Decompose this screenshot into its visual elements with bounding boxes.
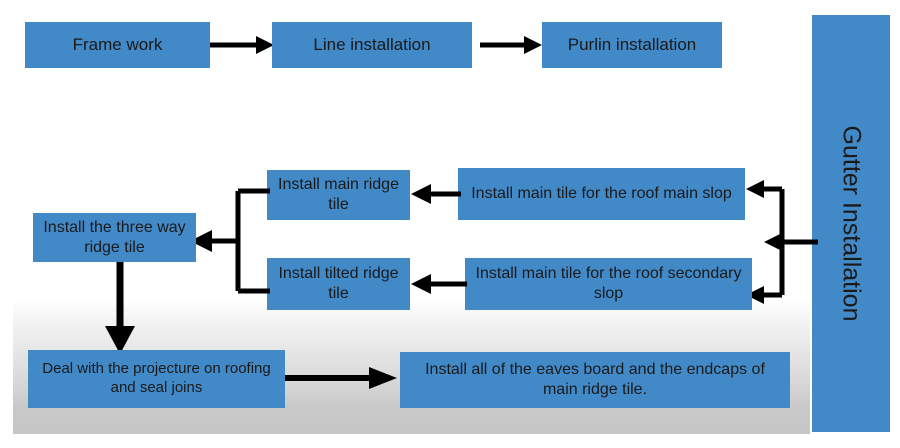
edge-line-to-purlin: [480, 34, 542, 56]
node-frame-work-label: Frame work: [72, 35, 163, 55]
node-eaves-board-endcaps[interactable]: Install all of the eaves board and the e…: [400, 352, 790, 408]
node-main-ridge-tile-label: Install main ridge tile: [278, 176, 399, 213]
node-line-installation-label: Line installation: [313, 35, 431, 55]
edge-mainslop-to-mainridge: [411, 183, 461, 205]
edge-frame-to-line: [210, 34, 274, 56]
node-main-tile-main-slop-label: Install main tile for the roof main slop: [471, 185, 732, 202]
node-projecture-seal-joins-label: Deal with the projecture on roofing and …: [42, 360, 271, 396]
node-purlin-installation[interactable]: Purlin installation: [542, 22, 722, 68]
node-main-ridge-tile[interactable]: Install main ridge tile: [267, 170, 410, 220]
node-main-tile-secondary-slop[interactable]: Install main tile for the roof secondary…: [465, 258, 752, 310]
edge-gutter-to-slops: [740, 180, 820, 305]
node-three-way-ridge-tile[interactable]: Install the three way ridge tile: [33, 213, 196, 262]
node-eaves-board-endcaps-label: Install all of the eaves board and the e…: [425, 361, 765, 398]
edge-secondslop-to-tiltedridge: [411, 273, 467, 295]
node-gutter-installation[interactable]: Gutter Installation: [812, 15, 890, 432]
node-gutter-installation-label: Gutter Installation: [837, 125, 866, 322]
node-three-way-ridge-tile-label: Install the three way ridge tile: [43, 218, 186, 256]
edge-ridges-to-threeway: [188, 182, 272, 300]
node-main-tile-secondary-slop-label: Install main tile for the roof secondary…: [475, 265, 742, 302]
node-projecture-seal-joins[interactable]: Deal with the projecture on roofing and …: [28, 350, 285, 408]
node-tilted-ridge-tile[interactable]: Install tilted ridge tile: [267, 258, 410, 310]
node-purlin-installation-label: Purlin installation: [567, 35, 697, 55]
node-main-tile-main-slop[interactable]: Install main tile for the roof main slop: [458, 168, 745, 220]
node-frame-work[interactable]: Frame work: [25, 22, 210, 68]
node-tilted-ridge-tile-label: Install tilted ridge tile: [278, 265, 399, 302]
node-line-installation[interactable]: Line installation: [272, 22, 472, 68]
